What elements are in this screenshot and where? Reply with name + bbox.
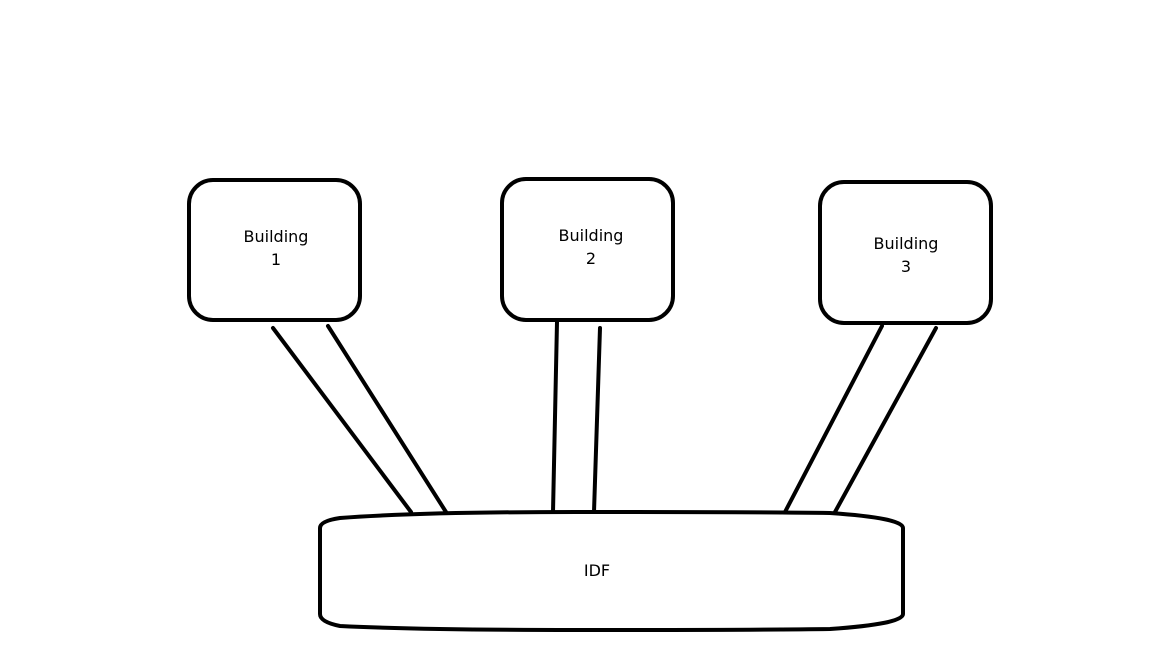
building-2-box — [500, 177, 675, 322]
cable-building-2-a — [551, 320, 559, 514]
building-1-label-line1: Building — [244, 227, 309, 246]
building-2-label-line1: Building — [559, 226, 624, 245]
idf-node[interactable]: IDF — [318, 509, 905, 633]
building-1-box — [187, 178, 362, 322]
cable-building-1-b — [326, 324, 448, 514]
building-1-label-line2: 1 — [271, 250, 281, 269]
cable-building-3-b — [833, 326, 938, 514]
building-3-label-line2: 3 — [901, 257, 911, 276]
building-2-node[interactable]: Building 2 — [500, 177, 675, 322]
idf-shape — [318, 509, 905, 633]
idf-label: IDF — [584, 561, 610, 580]
cable-building-3-a — [783, 324, 884, 514]
building-3-box — [818, 180, 993, 325]
cable-building-1-a — [271, 326, 413, 514]
building-2-label-line2: 2 — [586, 249, 596, 268]
cable-building-2-b — [592, 326, 602, 514]
building-3-label-line1: Building — [874, 234, 939, 253]
building-1-node[interactable]: Building 1 — [187, 178, 362, 322]
building-3-node[interactable]: Building 3 — [818, 180, 993, 325]
